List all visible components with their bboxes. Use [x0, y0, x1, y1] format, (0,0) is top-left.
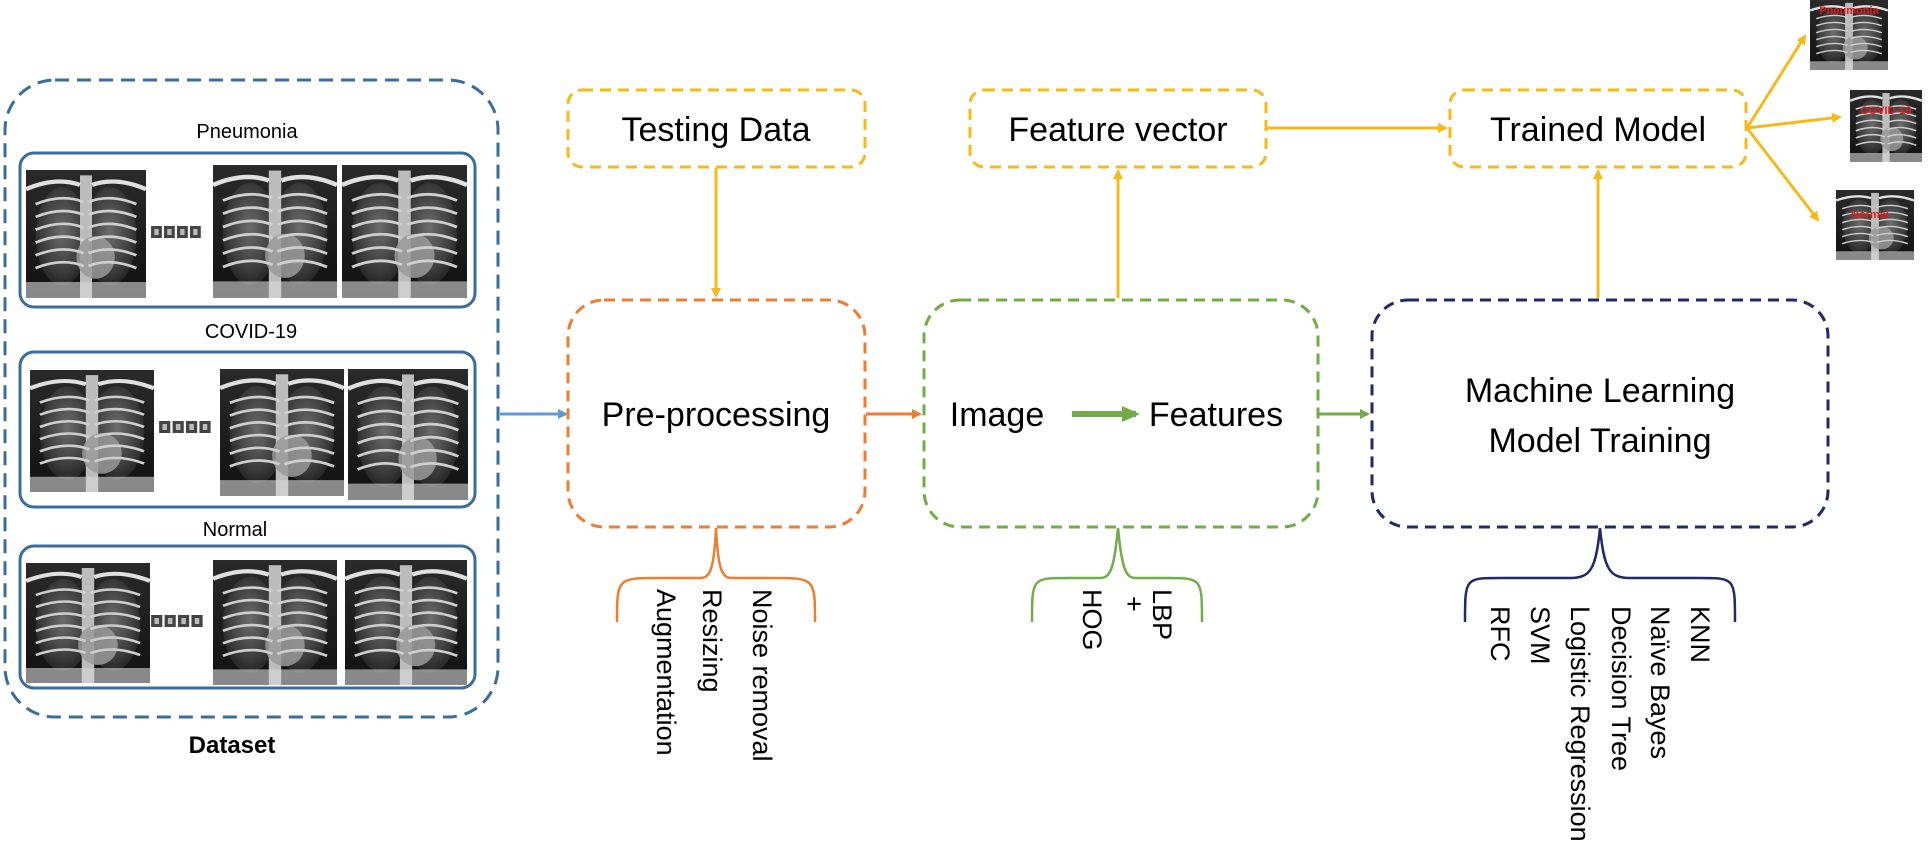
- ml-training-box: [1370, 298, 1830, 529]
- feature-method-hog: HOG: [1077, 589, 1107, 651]
- output-pneumonia: Pneumonia: [1810, 0, 1888, 70]
- ml-models-list: KNN Naïve Bayes Decision Tree Logistic R…: [1485, 606, 1715, 842]
- ml-model-svm: SVM: [1525, 606, 1555, 665]
- category-label-covid19: COVID-19: [205, 321, 297, 343]
- preprocessing-brace: [615, 527, 817, 623]
- dataset-border: [3, 78, 500, 719]
- feature-extraction-box: [922, 298, 1320, 529]
- output-xray-thumbnail: [1836, 190, 1914, 260]
- preprocessing-step-resizing: Resizing: [697, 589, 727, 693]
- feature-methods-list: LBP + HOG: [1077, 589, 1177, 651]
- xray-thumbnail: [213, 165, 337, 298]
- feature-method-plus: +: [1119, 596, 1149, 612]
- xray-thumbnail: [26, 563, 150, 683]
- preprocessing-box: [566, 298, 867, 529]
- output-covid19: COVID-19: [1850, 90, 1922, 162]
- preprocessing-step-augmentation: Augmentation: [651, 589, 681, 756]
- preprocessing-step-noise-removal: Noise removal: [747, 589, 777, 762]
- ellipsis-strip: [150, 224, 204, 240]
- ml-training-label-line2: Model Training: [1488, 422, 1711, 460]
- ml-model-naive-bayes: Naïve Bayes: [1645, 606, 1675, 759]
- preprocessing-label: Pre-processing: [602, 396, 831, 434]
- category-panel-pneumonia: [18, 151, 477, 309]
- output-label-pneumonia: Pneumonia: [1819, 5, 1879, 17]
- category-label-normal: Normal: [203, 519, 267, 541]
- trained-model-box: [1448, 88, 1748, 169]
- xray-thumbnail: [26, 170, 146, 298]
- category-label-pneumonia: Pneumonia: [196, 121, 298, 143]
- arrow-to-output-normal: [1745, 127, 1820, 222]
- arrow-to-output-pneumonia: [1745, 34, 1807, 129]
- feature-method-lbp: LBP: [1147, 589, 1177, 640]
- testing-data-box: [566, 88, 867, 169]
- image-label: Image: [950, 396, 1045, 434]
- dataset-title: Dataset: [189, 732, 276, 759]
- category-panel-normal: [18, 544, 477, 690]
- testing-data-label: Testing Data: [622, 111, 811, 149]
- ml-training-label-line1: Machine Learning: [1465, 372, 1735, 410]
- ml-model-rfc: RFC: [1485, 606, 1515, 662]
- xray-thumbnail: [345, 560, 467, 685]
- xray-thumbnail: [213, 560, 337, 685]
- xray-thumbnail: [30, 370, 154, 492]
- xray-thumbnail: [348, 369, 468, 500]
- ellipsis-strip: [158, 419, 214, 435]
- feature-vector-box: [968, 88, 1268, 169]
- preprocessing-steps-list: Noise removal Resizing Augmentation: [651, 589, 777, 762]
- ml-model-knn: KNN: [1685, 606, 1715, 663]
- arrow-to-output-covid19: [1746, 112, 1842, 130]
- ml-model-decision-tree: Decision Tree: [1606, 606, 1636, 771]
- ml-model-logistic-regression: Logistic Regression: [1565, 606, 1595, 842]
- feature-vector-label: Feature vector: [1008, 111, 1227, 149]
- output-xray-thumbnail: [1850, 90, 1922, 162]
- dataset-panel: Pneumonia COVID-19 Normal Dataset: [3, 78, 500, 759]
- models-brace: [1463, 527, 1737, 623]
- features-label: Features: [1149, 396, 1283, 434]
- output-label-covid19: COVID-19: [1861, 105, 1912, 117]
- output-label-normal: Normal: [1851, 209, 1889, 221]
- category-panel-covid19: [18, 350, 477, 509]
- features-brace: [1030, 527, 1204, 623]
- output-normal: Normal: [1836, 190, 1914, 260]
- xray-thumbnail: [342, 165, 467, 298]
- xray-thumbnail: [220, 369, 344, 496]
- ellipsis-strip: [150, 613, 206, 629]
- trained-model-label: Trained Model: [1490, 111, 1706, 149]
